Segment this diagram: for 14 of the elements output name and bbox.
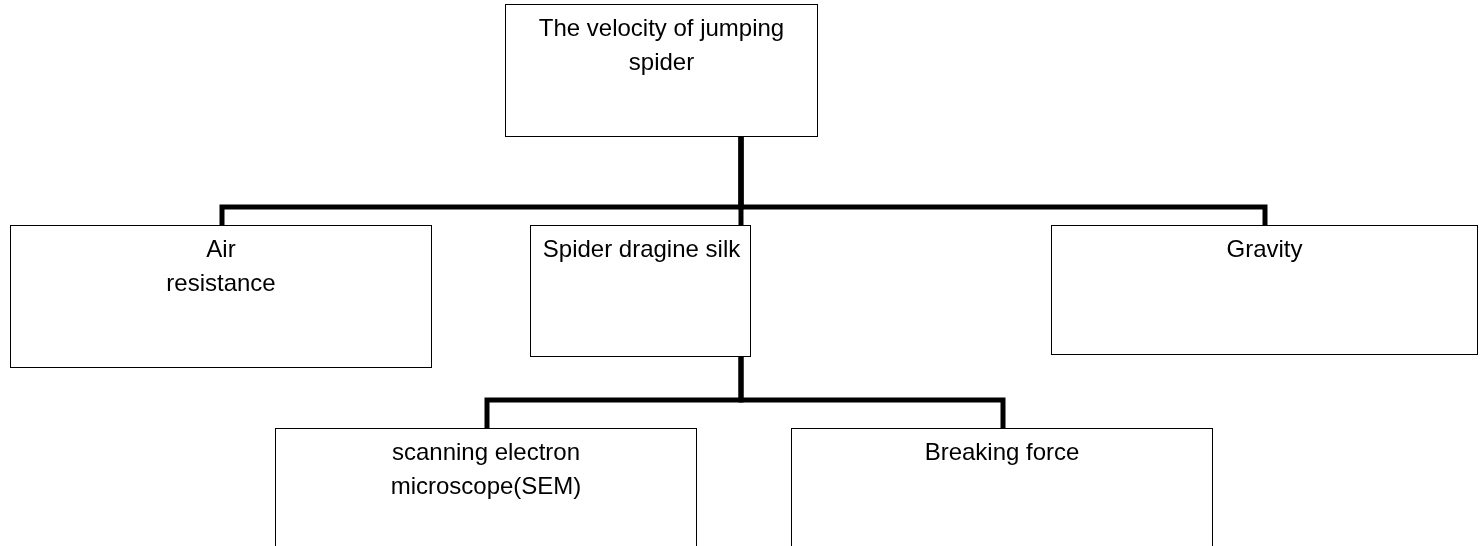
text-box [275,428,697,546]
box-label: The velocity of jumping spider [537,13,786,77]
box-label: Gravity [1225,234,1304,264]
text-box [505,4,818,137]
box-label: Air resistance [165,234,277,298]
box-label: Spider dragine silk [541,234,742,264]
connector-line [738,357,1006,428]
text-box [1051,225,1478,355]
text-box [530,225,751,357]
box-label: scanning electron microscope(SEM) [389,437,583,501]
box-label: Breaking force [923,437,1081,467]
connector-line [738,137,1268,225]
text-box [10,225,432,368]
text-box [791,428,1213,546]
